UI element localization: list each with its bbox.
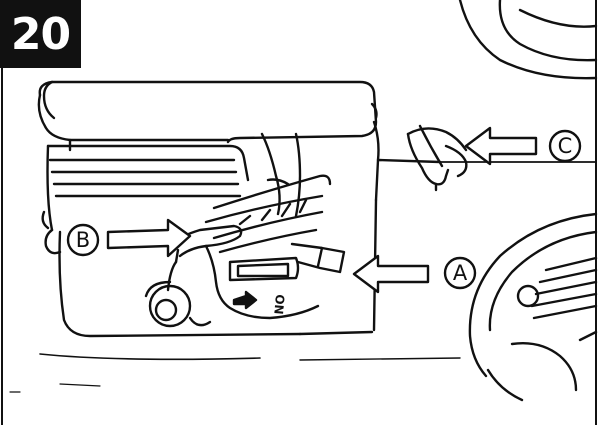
arrow-a xyxy=(352,254,430,294)
callout-a-label: A xyxy=(453,261,468,285)
arrow-b xyxy=(106,218,192,258)
throttle-lever-arc xyxy=(204,174,332,254)
step-number-badge: 20 xyxy=(0,0,81,68)
lever-b-pointer xyxy=(170,224,243,264)
flywheel-cover xyxy=(468,212,598,402)
callout-a-circle xyxy=(443,256,477,290)
carburetor-body xyxy=(41,144,302,338)
fuel-tank xyxy=(37,80,378,152)
callout-c-label: C xyxy=(558,134,573,158)
engine-lower-body xyxy=(9,330,461,393)
dial-on-label: ON xyxy=(271,294,287,315)
callout-b-label: B xyxy=(76,228,90,252)
knob xyxy=(144,280,212,328)
choke-lever xyxy=(406,124,468,192)
arrow-c xyxy=(464,126,538,166)
callout-b-circle xyxy=(66,223,100,257)
fuel-valve-lever-a xyxy=(228,242,346,282)
callout-c-circle xyxy=(548,129,582,163)
step-number: 20 xyxy=(10,8,71,60)
